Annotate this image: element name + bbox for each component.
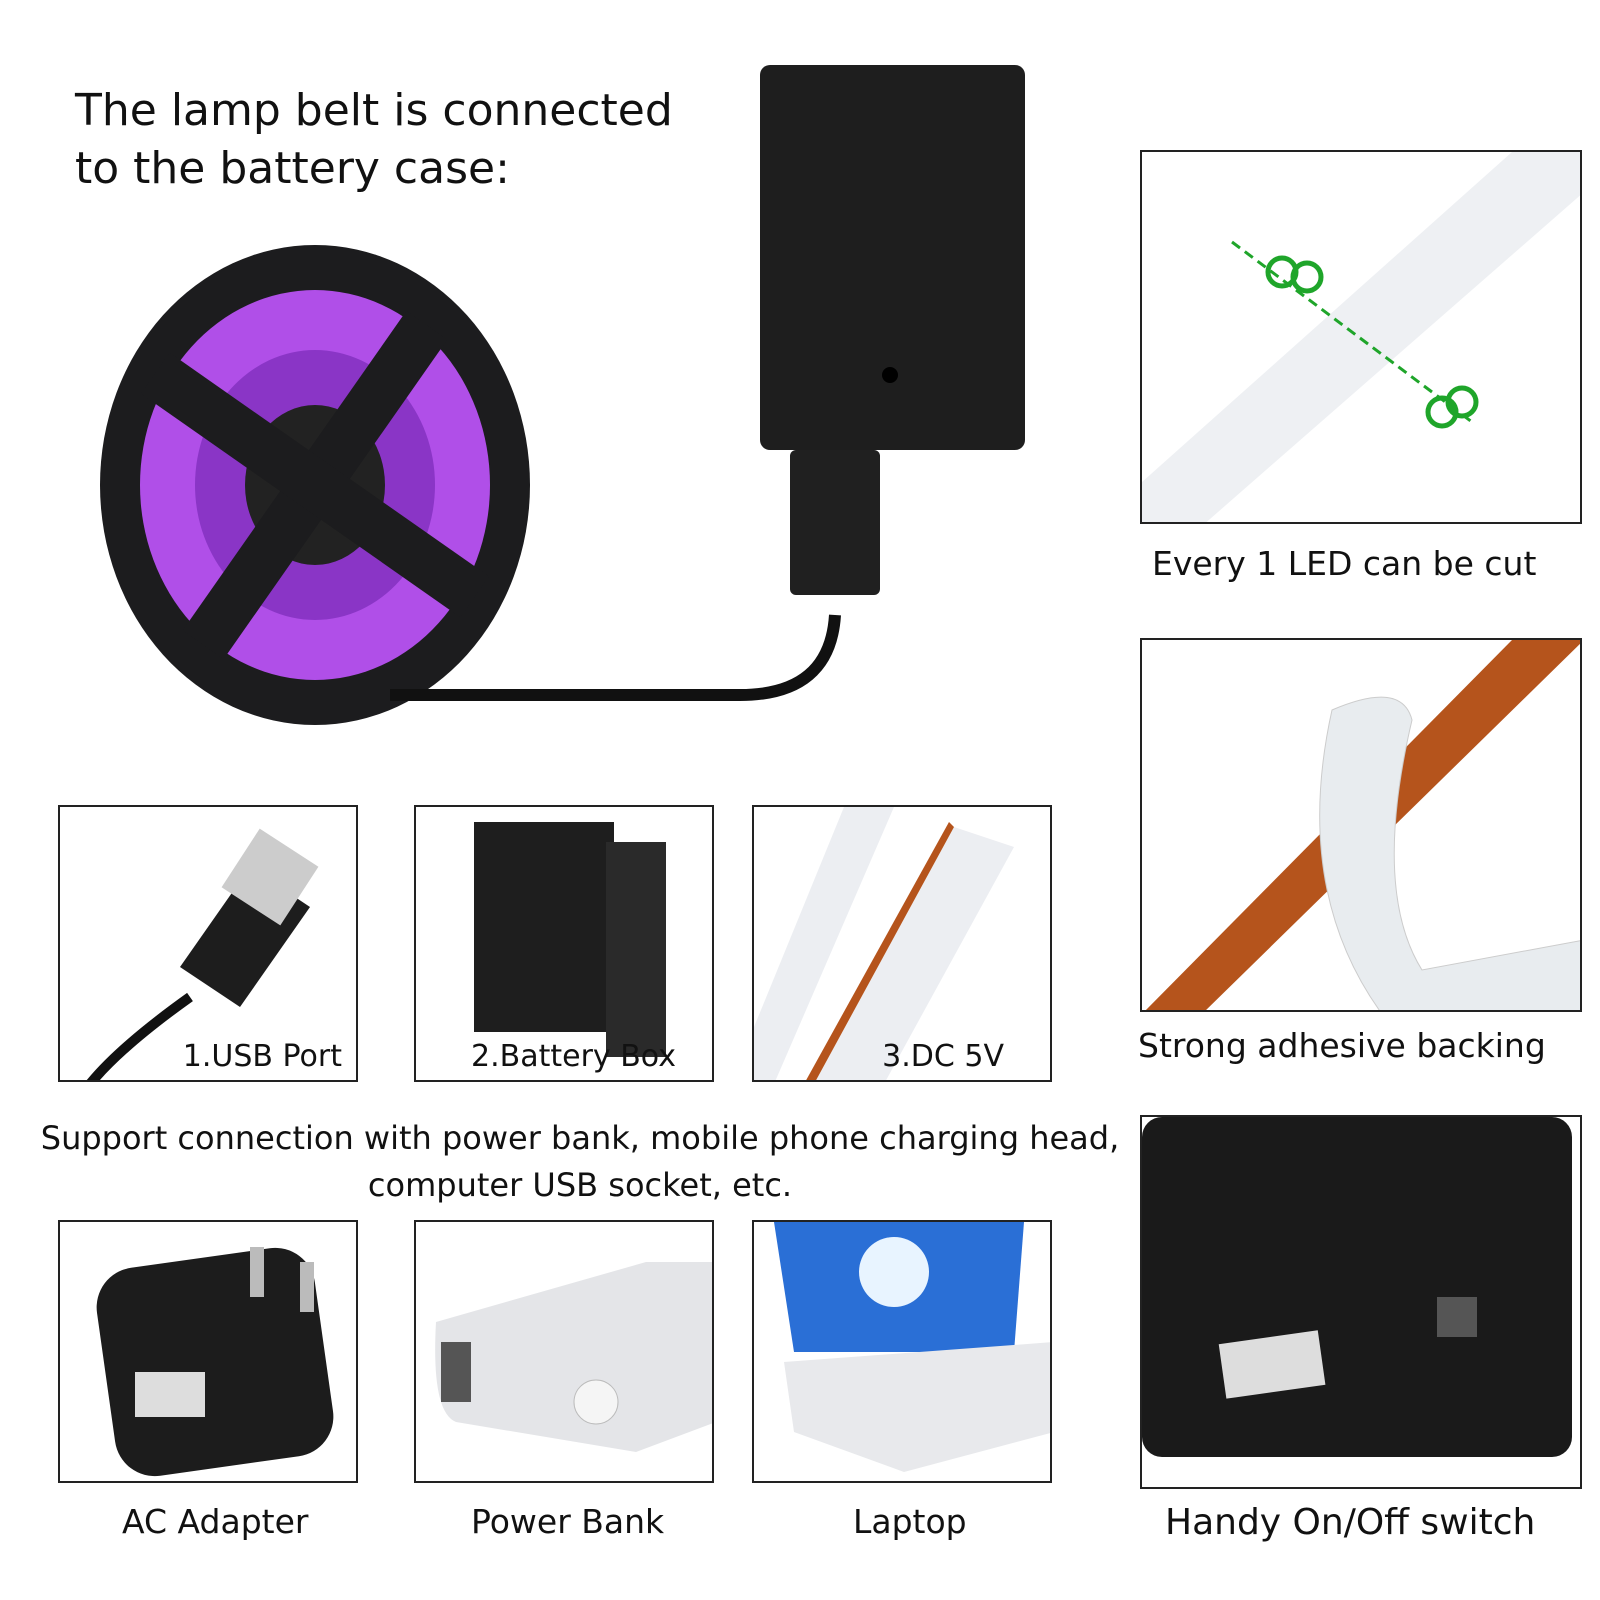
source-label-ac-adapter: AC Adapter [122, 1502, 309, 1541]
headline: The lamp belt is connected to the batter… [75, 82, 695, 198]
part-label-usb-port: 1.USB Port [182, 1039, 342, 1074]
usb-plug [790, 450, 880, 595]
source-label-laptop: Laptop [853, 1502, 967, 1541]
adhesive-feature-caption: Strong adhesive backing [1138, 1026, 1546, 1065]
usb-cable [390, 614, 841, 701]
ac-adapter-image [58, 1220, 358, 1483]
power-bank-image [414, 1220, 714, 1483]
battery-box-image: 2.Battery Box [414, 805, 714, 1082]
support-text: Support connection with power bank, mobi… [40, 1119, 1120, 1204]
switch-feature-image [1140, 1115, 1582, 1489]
cut-feature-image [1140, 150, 1582, 524]
switch-feature-caption: Handy On/Off switch [1165, 1502, 1536, 1543]
usb-port-image: 1.USB Port [58, 805, 358, 1082]
part-label-battery-box: 2.Battery Box [471, 1039, 676, 1074]
scissors-cut-icon [1265, 255, 1479, 429]
source-label-power-bank: Power Bank [471, 1502, 665, 1541]
headline-line-2: to the battery case: [75, 143, 510, 194]
led-reel-with-battery-case-image [100, 65, 1025, 725]
part-label-dc-5v: 3.DC 5V [882, 1039, 1004, 1074]
cut-feature-caption: Every 1 LED can be cut [1152, 544, 1537, 583]
dc-5v-strip-image: 3.DC 5V [752, 805, 1052, 1082]
laptop-image [752, 1220, 1052, 1483]
led-reel [100, 245, 530, 725]
headline-line-1: The lamp belt is connected [75, 85, 673, 136]
adhesive-feature-image [1140, 638, 1582, 1012]
battery-case [760, 65, 1025, 450]
